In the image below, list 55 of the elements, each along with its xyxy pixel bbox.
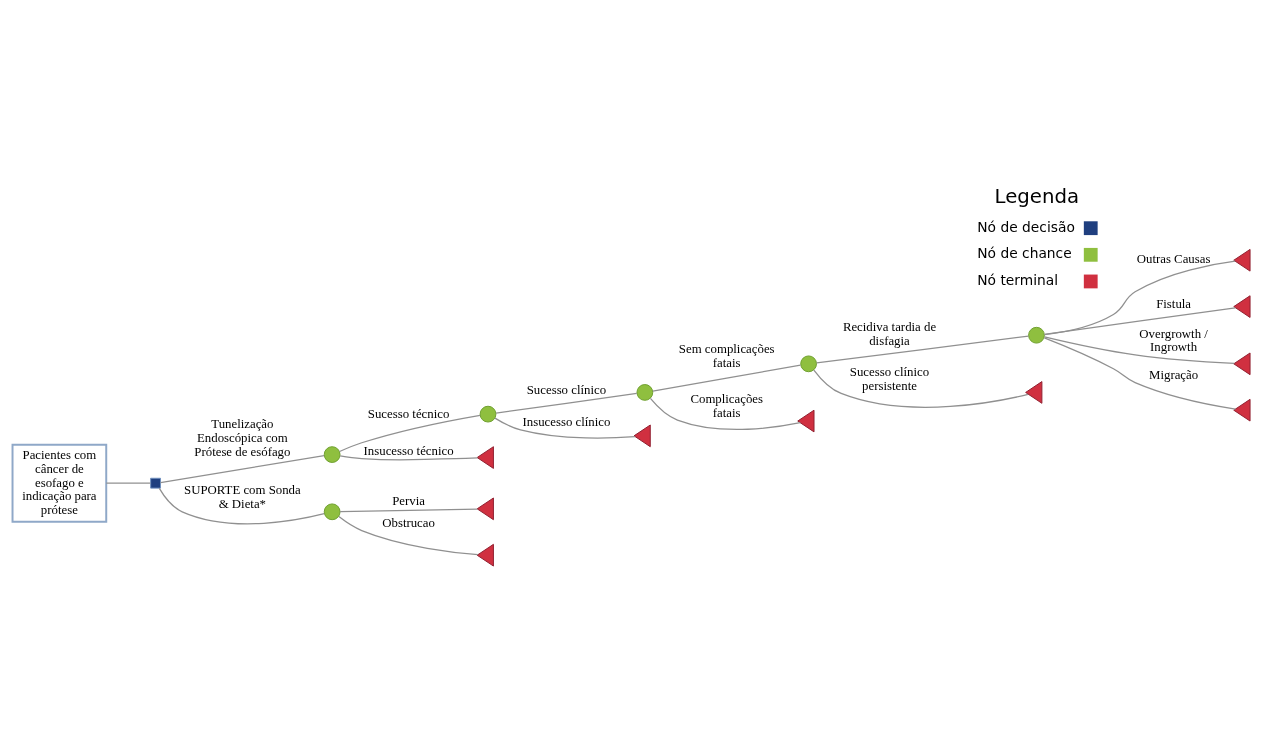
connector	[1043, 336, 1237, 410]
node-circle	[479, 405, 497, 423]
node-triangle	[1025, 380, 1043, 404]
node-triangle	[476, 497, 494, 520]
edge-label: Sem complicações fatais	[678, 341, 775, 370]
edge-label: Migração	[1149, 367, 1199, 382]
connector	[815, 334, 1030, 364]
edge-label: Sucesso clínico	[526, 382, 607, 397]
connector	[339, 454, 479, 461]
node-box	[150, 477, 161, 489]
edge-label: SUPORTE com Sonda & Dieta*	[184, 482, 301, 511]
connector	[494, 416, 636, 439]
node-triangle	[476, 543, 494, 567]
edge-label: Recidiva tardia de disfagia	[842, 319, 937, 347]
edge-label: Tunelização Endoscópica com Prótese de esófago	[194, 416, 291, 459]
connector	[338, 515, 479, 555]
connector	[495, 392, 638, 414]
node-triangle	[476, 445, 494, 469]
node-circle	[323, 445, 341, 463]
edge-label: Insucesso clínico	[522, 414, 611, 429]
edge-label: Outras Causas	[1136, 251, 1211, 266]
node-triangle	[1233, 248, 1251, 272]
legend-label: Nó de chance	[977, 244, 1072, 261]
legend-label: Nó de decisão	[977, 218, 1075, 235]
connector	[1044, 260, 1236, 335]
edge-label: Sucesso clínico persistente	[849, 364, 930, 393]
node-circle	[323, 502, 341, 520]
connector	[158, 487, 325, 524]
connector	[338, 414, 481, 452]
node-triangle	[1233, 352, 1251, 375]
edge-label: Sucesso técnico	[367, 405, 450, 420]
node-box: Pacientes com câncer de esofago e indicação para prótese	[11, 443, 108, 523]
edge-label: Complicações fatais	[690, 391, 764, 420]
legend-label: Nó terminal	[977, 271, 1059, 288]
node-triangle	[1233, 398, 1251, 422]
connector	[1043, 335, 1235, 364]
edge-label: Pervia	[392, 493, 425, 508]
node-triangle	[633, 424, 651, 447]
connector	[105, 482, 152, 484]
node-circle	[636, 383, 654, 401]
edge-label: Obstrucao	[382, 515, 435, 530]
connector	[649, 397, 801, 430]
node-triangle	[1233, 294, 1251, 318]
connector	[159, 454, 325, 483]
connector	[1043, 306, 1236, 335]
node-circle	[800, 354, 817, 372]
node-circle	[1028, 326, 1045, 344]
edge-label: Insucesso técnico	[363, 443, 454, 458]
node-triangle	[797, 409, 815, 432]
connector	[652, 363, 802, 392]
label: Legenda	[994, 184, 1080, 208]
connector	[339, 507, 478, 512]
edge-label: Overgrowth / Ingrowth	[1139, 326, 1208, 354]
connector	[813, 368, 1029, 408]
edge-label: Fistula	[1156, 296, 1192, 311]
